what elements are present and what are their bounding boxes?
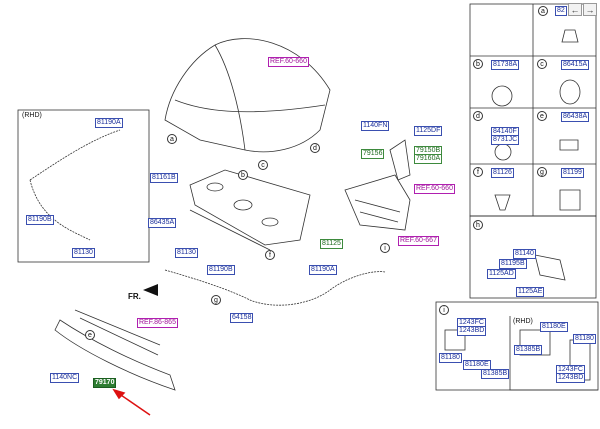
front-direction-label: FR. [128, 292, 141, 301]
legend-i-marker: i [439, 305, 449, 315]
legend-i-rhd-81180[interactable]: 81180 [573, 334, 596, 344]
latch-assembly-shape [344, 174, 411, 231]
rhd-box [17, 109, 150, 263]
ref-60-667[interactable]: REF.60-667 [398, 236, 439, 246]
part-79170[interactable]: 79170 [93, 378, 117, 388]
legend-i-rhd-81385B[interactable]: 81385B [514, 345, 543, 355]
part-81190A-rhd[interactable]: 81190A [95, 118, 123, 128]
legend-a-marker: a [538, 6, 548, 16]
part-1140NC[interactable]: 1140NC [50, 373, 80, 383]
part-79156[interactable]: 79156 [361, 149, 385, 159]
legend-i-rhd-81180E[interactable]: 81180E [540, 322, 568, 332]
support-bracket-shape [54, 319, 176, 391]
part-81190B[interactable]: 81190B [207, 265, 235, 275]
forward-nav-button[interactable]: → [583, 3, 597, 16]
part-1125DF[interactable]: 1125DF [414, 126, 443, 136]
legend-i-code-81385B[interactable]: 81385B [481, 369, 510, 379]
part-1140FN[interactable]: 1140FN [361, 121, 390, 131]
legend-e-code[interactable]: 86438A [561, 112, 590, 122]
callout-f: f [265, 250, 275, 260]
legend-b-marker: b [473, 59, 483, 69]
part-81130-rhd[interactable]: 81130 [72, 248, 95, 258]
part-81130[interactable]: 81130 [175, 248, 198, 258]
callout-i: i [380, 243, 390, 253]
part-79160A[interactable]: 79160A [414, 154, 443, 164]
legend-i-code-81180[interactable]: 81180 [439, 353, 462, 363]
hood-panel-shape [164, 38, 331, 153]
legend-h-marker: h [473, 220, 483, 230]
legend-c-code[interactable]: 86415A [561, 60, 590, 70]
ref-86-865[interactable]: REF.86-865 [137, 318, 178, 328]
legend-i-rhd-1243BD[interactable]: 1243BD [556, 373, 586, 383]
hood-insulator-shape [189, 169, 311, 246]
legend-d-code-2[interactable]: 8731JC [491, 135, 520, 145]
callout-d: d [310, 143, 320, 153]
callout-c: c [258, 160, 268, 170]
legend-i-rhd-title: (RHD) [513, 318, 533, 325]
part-64158[interactable]: 64158 [230, 313, 254, 323]
part-81190B-rhd[interactable]: 81190B [26, 215, 54, 225]
callout-a: a [167, 134, 177, 144]
legend-c-marker: c [537, 59, 547, 69]
callout-e: e [85, 330, 95, 340]
legend-h-code-1125AE[interactable]: 1125AE [516, 287, 545, 297]
legend-i-code-1243BD[interactable]: 1243BD [457, 326, 487, 336]
back-nav-button[interactable]: ← [568, 3, 582, 16]
ref-60-660-right[interactable]: REF.60-660 [414, 184, 455, 194]
legend-h-code-1125AD[interactable]: 1125AD [487, 269, 516, 279]
legend-e-marker: e [537, 111, 547, 121]
legend-f-code[interactable]: 81126 [491, 168, 514, 178]
rhd-title: (RHD) [22, 112, 42, 119]
part-81161B[interactable]: 81161B [150, 173, 178, 183]
legend-g-marker: g [537, 167, 547, 177]
ref-60-660-top[interactable]: REF.60-660 [268, 57, 309, 67]
legend-b-code[interactable]: 81738A [491, 60, 520, 70]
part-86435A[interactable]: 86435A [148, 218, 177, 228]
legend-f-marker: f [473, 167, 483, 177]
callout-g: g [211, 295, 221, 305]
legend-h-code-81195B[interactable]: 81195B [499, 259, 527, 269]
legend-h-code-81140[interactable]: 81140 [513, 249, 536, 259]
legend-g-code[interactable]: 81199 [561, 168, 584, 178]
part-81190A[interactable]: 81190A [309, 265, 337, 275]
legend-d-marker: d [473, 111, 483, 121]
part-81125[interactable]: 81125 [320, 239, 343, 249]
legend-a-code[interactable]: 82 [555, 6, 567, 16]
legend-i-code-81180E[interactable]: 81180E [463, 360, 491, 370]
callout-b: b [238, 170, 248, 180]
